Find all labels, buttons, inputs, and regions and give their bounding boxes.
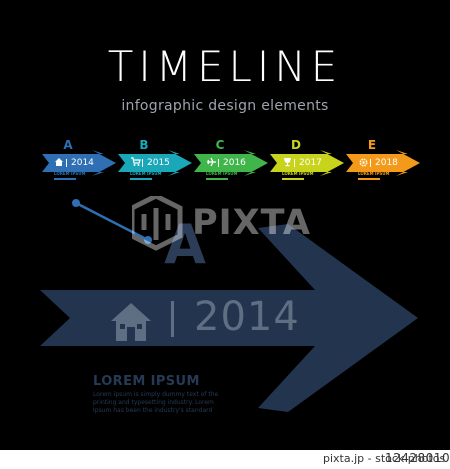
step-c-caption-title: LOREM IPSUM: [206, 171, 238, 176]
step-b-year: 2015: [147, 158, 170, 168]
infographic-canvas: TIMELINE infographic design elements A 2…: [0, 0, 450, 450]
page-title: TIMELINE: [107, 42, 343, 91]
step-b-letter: B: [139, 138, 149, 152]
step-c-caption-line: [206, 178, 228, 180]
trophy-icon: [284, 158, 291, 167]
cart-icon: [131, 157, 141, 166]
step-b-caption-title: LOREM IPSUM: [130, 171, 162, 176]
step-a-separator: [66, 159, 67, 167]
step-b-caption-line: [130, 178, 152, 180]
zoom-connector-start-dot: [72, 199, 80, 207]
step-d-arrow-shape: [270, 150, 344, 176]
footer-image-number: 12428010: [385, 451, 450, 465]
zoom-connector: [72, 199, 152, 244]
detail-separator: [171, 301, 174, 337]
step-e-year: 2018: [375, 158, 398, 168]
step-e-arrow-shape: [346, 150, 420, 176]
detail-year: 2014: [194, 294, 300, 340]
step-c-arrow: 2016: [194, 150, 272, 180]
step-b-arrow-path: [118, 150, 192, 176]
step-a-letter: A: [63, 138, 73, 152]
lorem-line-1: Lorem ipsum is simply dummy text of the: [93, 391, 219, 398]
step-b-arrow-shape: [118, 150, 192, 176]
step-e-letter: E: [367, 138, 377, 152]
lorem-line-3: Ipsum has been the industry's standard: [93, 407, 213, 414]
step-e-separator: [370, 159, 371, 167]
step-c-letter: C: [215, 138, 225, 152]
detail-arrow: [40, 224, 418, 412]
step-b-arrow: 2015: [118, 150, 196, 180]
step-c-arrow-shape: [194, 150, 268, 176]
step-e-caption-title: LOREM IPSUM: [358, 171, 390, 176]
step-c-arrow-path: [194, 150, 268, 176]
footer-site-label: pixta.jp - stock photos: [323, 452, 446, 465]
detail-letter: A: [164, 213, 206, 276]
lorem-line-2: printing and typesetting industry. Lorem: [93, 399, 214, 406]
step-d-separator: [294, 159, 295, 167]
footer-bar: pixta.jp - stock photos 12428010: [0, 450, 450, 469]
step-d-year: 2017: [299, 158, 322, 168]
step-d-caption-line: [282, 178, 304, 180]
step-d-caption-title: LOREM IPSUM: [282, 171, 314, 176]
step-a-caption-line: [54, 178, 76, 180]
step-a-arrow-path: [42, 150, 116, 176]
watermark-text: PIXTA: [192, 203, 311, 243]
zoom-connector-end-dot: [144, 236, 152, 244]
airplane-icon: [207, 157, 216, 167]
page-subtitle: infographic design elements: [121, 98, 329, 114]
house-icon: [55, 158, 63, 166]
step-d-arrow-path: [270, 150, 344, 176]
step-d-letter: D: [291, 138, 301, 152]
house-icon: [111, 303, 151, 341]
step-d-arrow: 2017: [270, 150, 348, 180]
pixta-logo-icon: [132, 196, 183, 251]
step-a-arrow: 2014: [42, 150, 120, 180]
step-a-arrow-shape: [42, 150, 116, 176]
step-c-separator: [218, 159, 219, 167]
step-e-caption-line: [358, 178, 380, 180]
step-b-separator: [142, 159, 143, 167]
step-a-year: 2014: [71, 158, 94, 168]
detail-arrow-shape: [40, 224, 418, 412]
step-a-caption-title: LOREM IPSUM: [54, 171, 86, 176]
step-c-year: 2016: [223, 158, 246, 168]
gear-icon: [359, 158, 368, 167]
step-e-arrow: 2018: [346, 150, 424, 180]
step-e-arrow-path: [346, 150, 420, 176]
lorem-title: LOREM IPSUM: [93, 374, 200, 389]
zoom-connector-line: [75, 201, 149, 242]
